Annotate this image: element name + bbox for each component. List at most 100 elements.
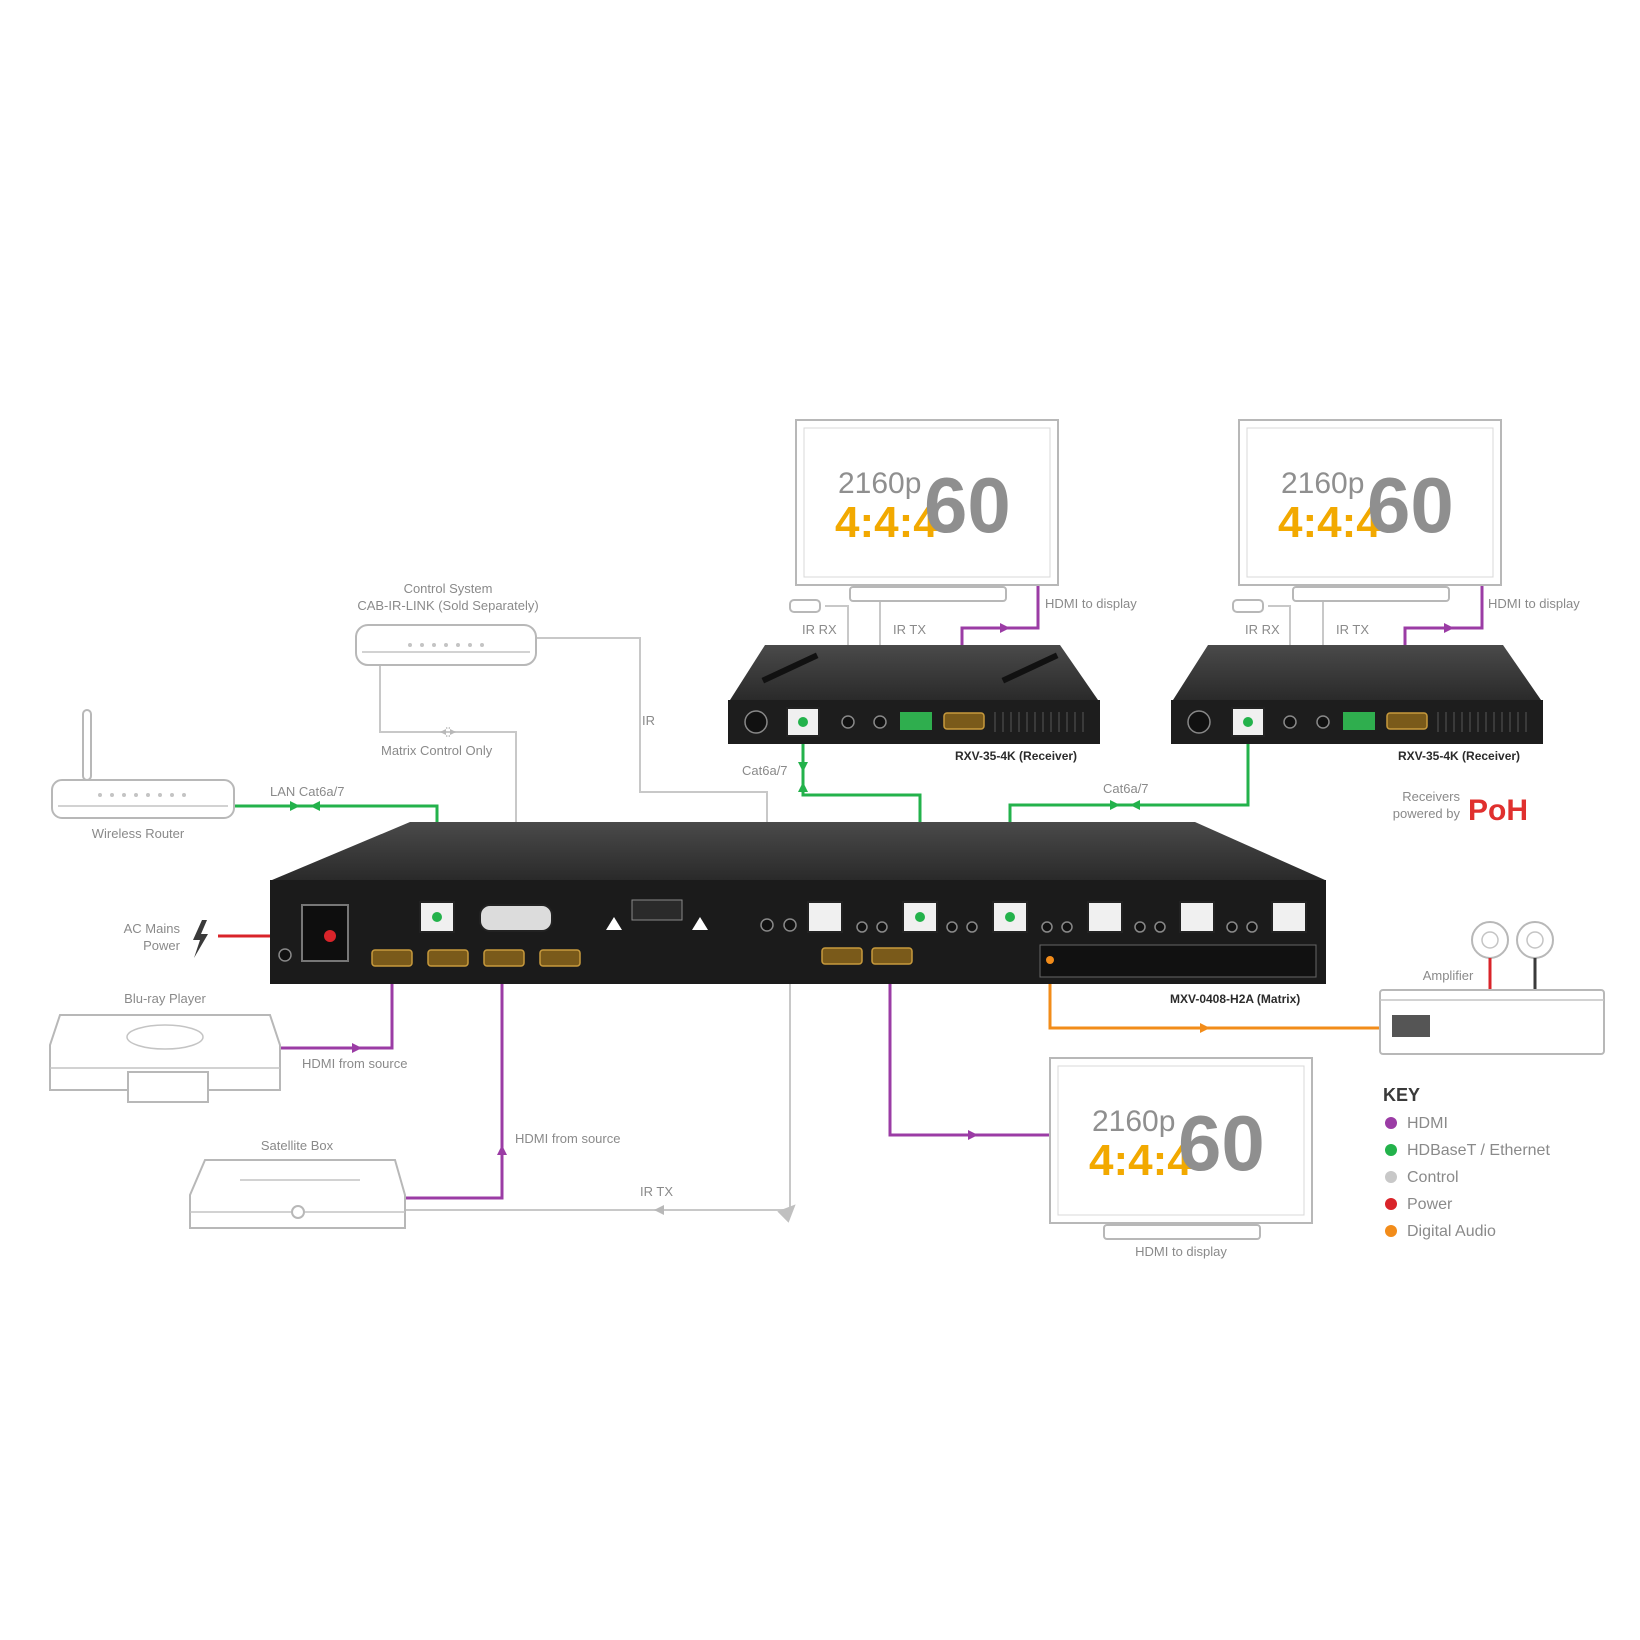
ir-rx-jack [841,715,855,729]
display-ratio: 4:4:4 [835,498,938,547]
router-name: Wireless Router [92,826,185,841]
control-system-subtitle: CAB-IR-LINK (Sold Separately) [357,598,538,613]
matrix-switcher: MXV-0408-H2A (Matrix) [270,822,1326,1006]
legend-item-label: Power [1407,1196,1453,1213]
legend-swatch [1385,1144,1397,1156]
hdbaset-out-6 [1271,901,1307,933]
poh-line2: powered by [1393,806,1461,821]
hdmi-wire-satellite [402,958,504,1200]
ir-out-jack [783,918,797,932]
ir-label: IR [642,713,655,728]
speaker-icon [1516,921,1554,959]
legend-swatch [1385,1117,1397,1129]
power-jack [1187,710,1211,734]
satellite-ir-label: IR TX [640,1184,673,1199]
hdmi-wire-bluray [272,958,394,1050]
power-jack [744,710,768,734]
control-system-title: Control System [404,581,493,596]
ir-in-jack [760,918,774,932]
wires [218,585,1484,1223]
amplifier: Amplifier [1379,921,1605,1055]
display-ratio: 4:4:4 [1278,498,1381,547]
hdmi-out-1 [821,947,863,965]
ground-screw [278,948,292,962]
display-bottom: 2160p 4:4:4 60 HDMI to display [1049,1057,1313,1259]
amplifier-name: Amplifier [1423,968,1474,983]
receiver-left: IR RX IR TX RXV-35-4K (Receiver) HDMI to… [728,596,1137,778]
display-top-right: 2160p 4:4:4 60 [1238,419,1502,602]
bluray-player: Blu-ray Player HDMI from source [49,991,407,1103]
display-res: 2160p [1281,467,1364,500]
rs232-terminal [1343,712,1375,730]
ac-power: AC Mains Power [124,920,208,958]
display-ratio: 4:4:4 [1089,1136,1192,1185]
cable-label: Cat6a/7 [742,763,788,778]
ir-rx-label: IR RX [1245,622,1280,637]
display-top-left: 2160p 4:4:4 60 [795,419,1059,602]
hdmi-out-port [943,712,985,730]
cable-label: Cat6a/7 [1103,781,1149,796]
control-wire-sat-ir [398,925,796,1223]
receiver-name: RXV-35-4K (Receiver) [1398,749,1520,763]
ir-rx-sensor [789,599,821,613]
hdmi-in-2 [427,949,469,967]
power-inlet [301,904,349,962]
hdmi-wire-bottom-display [888,955,1050,1137]
warning-icon-right [692,917,708,930]
display-fps: 60 [924,461,1011,549]
hdbaset-out-5 [1179,901,1215,933]
ir-tx-label: IR TX [1336,622,1369,637]
satellite-box: Satellite Box HDMI from source IR TX [189,1131,673,1229]
poh-line1: Receivers [1402,789,1460,804]
poh-logo: PoH [1468,794,1528,827]
bluray-disc-icon [126,1024,204,1050]
hdbaset-out-1 [807,901,843,933]
legend-item-label: HDBaseT / Ethernet [1407,1142,1550,1159]
control-system: Control System CAB-IR-LINK (Sold Separat… [355,581,655,758]
hdmi-in-3 [483,949,525,967]
rs232-terminal [900,712,932,730]
lightning-icon [193,920,208,958]
satellite-hdmi-label: HDMI from source [515,1131,620,1146]
ir-tx-jack [873,715,887,729]
ir-rx-sensor [1232,599,1264,613]
rating-label [631,899,683,921]
wireless-router: Wireless Router LAN Cat6a/7 [51,709,344,841]
display-caption: HDMI to display [1135,1244,1227,1259]
hdmi-out-port [1386,712,1428,730]
hdmi-to-display-label: HDMI to display [1045,596,1137,611]
hdmi-to-display-label: HDMI to display [1488,596,1580,611]
bluray-name: Blu-ray Player [124,991,206,1006]
legend-swatch [1385,1198,1397,1210]
legend-item-label: Digital Audio [1407,1223,1496,1240]
matrix-name: MXV-0408-H2A (Matrix) [1170,992,1300,1006]
ir-rx-jack [1283,715,1297,729]
power-label-line2: Power [143,938,181,953]
hdmi-out-2 [871,947,913,965]
hdmi-in-4 [539,949,581,967]
matrix-control-only-label: Matrix Control Only [381,743,493,758]
legend-swatch [1385,1225,1397,1237]
display-res: 2160p [1092,1105,1175,1138]
display-fps: 60 [1367,461,1454,549]
rs232-port [479,904,553,932]
hdmi-in-1 [371,949,413,967]
hdmi-inputs [371,949,581,967]
satellite-name: Satellite Box [261,1138,334,1153]
display-fps: 60 [1178,1099,1265,1187]
display-res: 2160p [838,467,921,500]
receiver-right: IR RX IR TX RXV-35-4K (Receiver) HDMI to… [1103,596,1580,796]
legend-item-label: Control [1407,1169,1459,1186]
hdbaset-outputs [807,901,1307,933]
receiver-name: RXV-35-4K (Receiver) [955,749,1077,763]
audio-terminal-block [1039,944,1317,978]
ir-rx-label: IR RX [802,622,837,637]
legend-title: KEY [1383,1085,1420,1105]
ir-tx-jack [1316,715,1330,729]
speaker-icon [1471,921,1509,959]
hdbaset-out-4 [1087,901,1123,933]
legend-swatch [1385,1171,1397,1183]
warning-icon-left [606,917,622,930]
